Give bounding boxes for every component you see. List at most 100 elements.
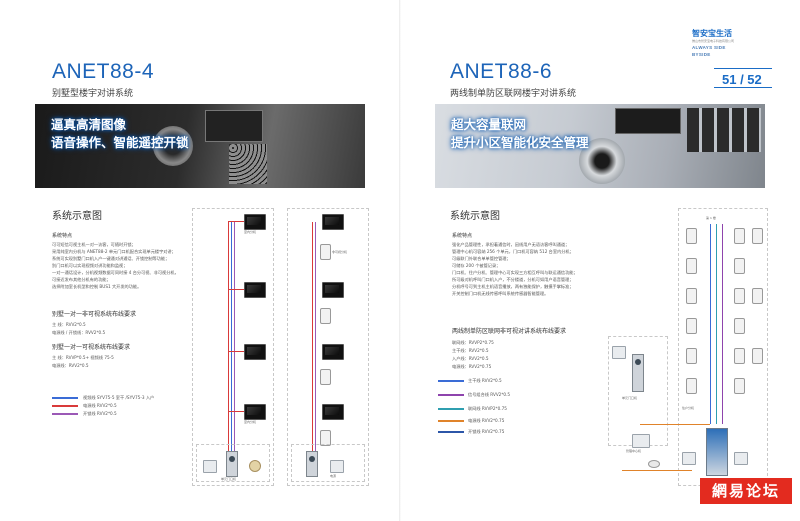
management-center-console [632,434,650,448]
camera-lens-graphic [579,138,625,184]
resident-handset [686,378,697,394]
left-banner-image: 逼真高清图像 语音操作、智能遥控开锁 [35,104,365,188]
branch-wire [228,411,244,412]
floor-caption: 第 1 楼 [706,216,716,220]
indoor-monitor [244,404,266,420]
branch-wire [228,289,244,290]
branch-wire [228,221,244,222]
power-supply [330,460,344,473]
right-model-title: ANET88-6 [450,60,553,83]
legend-swatch-power [438,420,464,422]
left-feature-1: 可可短信可视主机一对一访客，可随时开锁； [52,242,136,247]
right-feature-8: 开关控制门口机无线传感呼叫系统传感器智能管理。 [452,291,549,296]
legend-swatch-power [52,405,78,407]
right-wiring-line-3: 入户线：RVV2*0.5 [452,356,489,361]
trunk-wire [710,224,711,424]
right-legend-3: 联网线 RVVP2*0.75 [468,406,507,411]
resident-handset [752,228,763,244]
left-feature-5: 一对一通话设计，分机视频数据可同时接 4 台分可视、非可视分机， [52,270,179,275]
legend-swatch-unlock [52,413,78,415]
device-screen-graphic [205,110,263,142]
right-section-title: 系统示意图 [450,211,500,222]
monitor-caption: 室内分机 [244,420,257,424]
right-wiring-line-4: 电源线：RVV2*0.75 [452,364,492,369]
network-hub [648,460,660,468]
left-legend-1: 视频线 SYV75-5 室干 /SYV75-3 入户 [83,395,155,400]
book-spine [399,0,401,521]
left-slogan-line-2: 语音操作、智能遥控开锁 [51,135,189,150]
power-supply [612,346,626,359]
right-page: ANET88-6 两线制单防区联网楼宇对讲系统 超大容量联网 提升小区智能化安全… [400,0,800,521]
resident-handset [752,288,763,304]
watermark-badge: 網易论坛 [700,478,792,504]
page-number-rule-bottom [714,87,772,88]
left-nonvideo-heading: 别墅一对一非可视系统布线要求 [52,311,137,318]
left-slogan-line-1: 逼真高清图像 [51,117,127,132]
left-feature-6: 可接近发布其他分机有的功能； [52,277,111,282]
left-subtitle: 别墅型楼宇对讲系统 [52,89,134,99]
resident-handset [686,318,697,334]
right-legend-5: 开锁线 RVV2*0.75 [468,429,505,434]
indoor-monitor [244,282,266,298]
brand-logo: 智安宝生活 佛山市智安宝电子科技有限公司 ALWAYS SIDE BYSIDE [692,28,767,57]
left-legend-3: 开锁线 RVV2*0.5 [83,411,117,416]
indoor-monitor [322,282,344,298]
legend-swatch-network [438,408,464,410]
speaker-grille-graphic [229,144,267,184]
left-feature-2: 采用纯室内分机与 ANET88-2 单元门口机配合实现单元楼宇对讲； [52,249,176,254]
unit-outdoor-station [632,354,644,392]
power-caption: 电源 [330,474,337,478]
outdoor-station [226,451,238,477]
right-legend-4: 电源线 RVV2*0.75 [468,418,505,423]
indoor-monitor [244,344,266,360]
left-video-heading: 别墅一对一可视系统布线要求 [52,344,131,351]
intercom-caption: 单元门口机 [221,477,237,481]
keypad-graphic [687,108,761,152]
power-wire [622,470,692,471]
page-number-rule-top [714,68,772,69]
legend-swatch-signal [438,394,464,396]
entrance-box [196,444,270,482]
left-features-heading: 系统特点 [52,233,73,239]
network-wire [716,224,717,424]
power-wire [640,424,710,425]
resident-handset [686,258,697,274]
power-wire [312,222,313,458]
right-feature-5: 门口机、住户分机、管理中心可实现三方相互呼叫与联运通信功能； [452,270,578,275]
multi-unit-outdoor-panel [706,428,728,476]
unlock-wire [315,222,316,458]
unlock-wire [234,222,235,458]
phone-caption: 住户分机 [682,406,695,410]
indoor-monitor [322,404,344,420]
left-nonvideo-line-2: 电源线 / 开锁线：RVV2*0.5 [52,330,106,335]
right-wiring-line-2: 主干线：RVV2*0.5 [452,348,489,353]
left-feature-4: 别门口机可以实现视频对讲功能和监视； [52,263,128,268]
left-nonvideo-line-1: 主 线：RVV2*0.5 [52,322,86,327]
right-feature-7: 分机呼号可到主机主机语音播放，两有独能保护，触摸手掌标准； [452,284,574,289]
resident-handset [734,318,745,334]
center-caption: 管理中心机 [626,449,642,453]
right-feature-6: 所可级对机呼叫门口机入户，不分楼道，分机可如用户语音管理； [452,277,574,282]
outdoor-station [306,451,318,477]
nonvideo-handset [320,308,331,324]
indoor-monitor [322,214,344,230]
right-feature-4: 可储存 200 个被管记录； [452,263,501,268]
right-legend-1: 主干线 RVV2*0.5 [468,378,502,383]
page-numbers: 51 / 52 [722,72,762,87]
resident-handset [752,348,763,364]
power-supply [682,452,696,465]
right-slogan-line-1: 超大容量联网 [451,117,527,132]
resident-handset [686,288,697,304]
left-video-line-1: 主 线：RVVP*0.5+ 视频线 75-5 [52,355,114,360]
indoor-monitor [322,344,344,360]
unit-caption: 单元门口机 [622,396,638,400]
logo-subtext: 佛山市智安宝电子科技有限公司 [692,39,735,43]
left-page: ANET88-4 别墅型楼宇对讲系统 逼真高清图像 语音操作、智能遥控开锁 系统… [35,60,369,486]
legend-swatch-unlock [438,431,464,433]
monitor-caption: 室内分机 [244,230,257,234]
left-section-title: 系统示意图 [52,211,102,222]
resident-handset [686,228,697,244]
right-legend-2: 信号组合线 RVV2*0.5 [468,392,511,397]
nonvideo-handset [320,369,331,385]
branch-wire [228,351,244,352]
